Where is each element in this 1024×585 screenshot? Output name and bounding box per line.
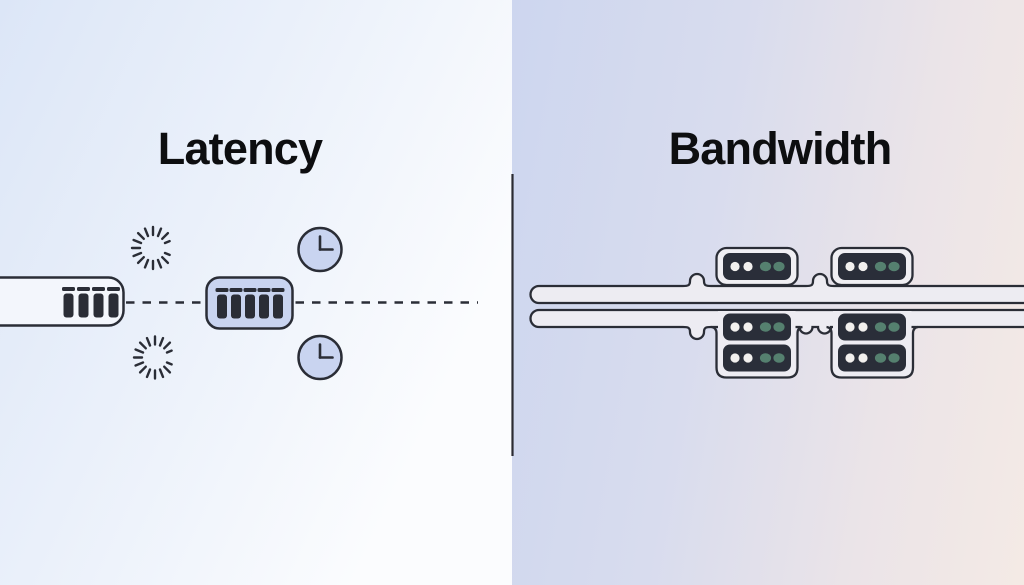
clock-icon-bottom bbox=[297, 334, 343, 381]
server-icon bbox=[723, 344, 791, 372]
server-icon bbox=[838, 313, 906, 341]
latency-title: Latency bbox=[157, 123, 323, 174]
packet-buffer-highlighted-icon bbox=[205, 276, 294, 330]
bandwidth-title: Bandwidth bbox=[668, 123, 893, 174]
packet-buffer-left-icon bbox=[0, 276, 125, 327]
server-stack-icon bbox=[826, 311, 919, 379]
server-icon bbox=[838, 344, 906, 372]
server-icon bbox=[717, 248, 798, 285]
server-icon bbox=[723, 313, 791, 341]
server-icon bbox=[832, 248, 913, 285]
spinner-icon-top bbox=[130, 225, 171, 271]
clock-icon-top bbox=[297, 226, 343, 273]
server-stack-icon bbox=[711, 311, 803, 379]
pipe-top-icon bbox=[529, 272, 1024, 305]
latency-diagram bbox=[0, 225, 478, 381]
bandwidth-diagram bbox=[529, 248, 1024, 379]
spinner-icon-bottom bbox=[132, 335, 173, 380]
